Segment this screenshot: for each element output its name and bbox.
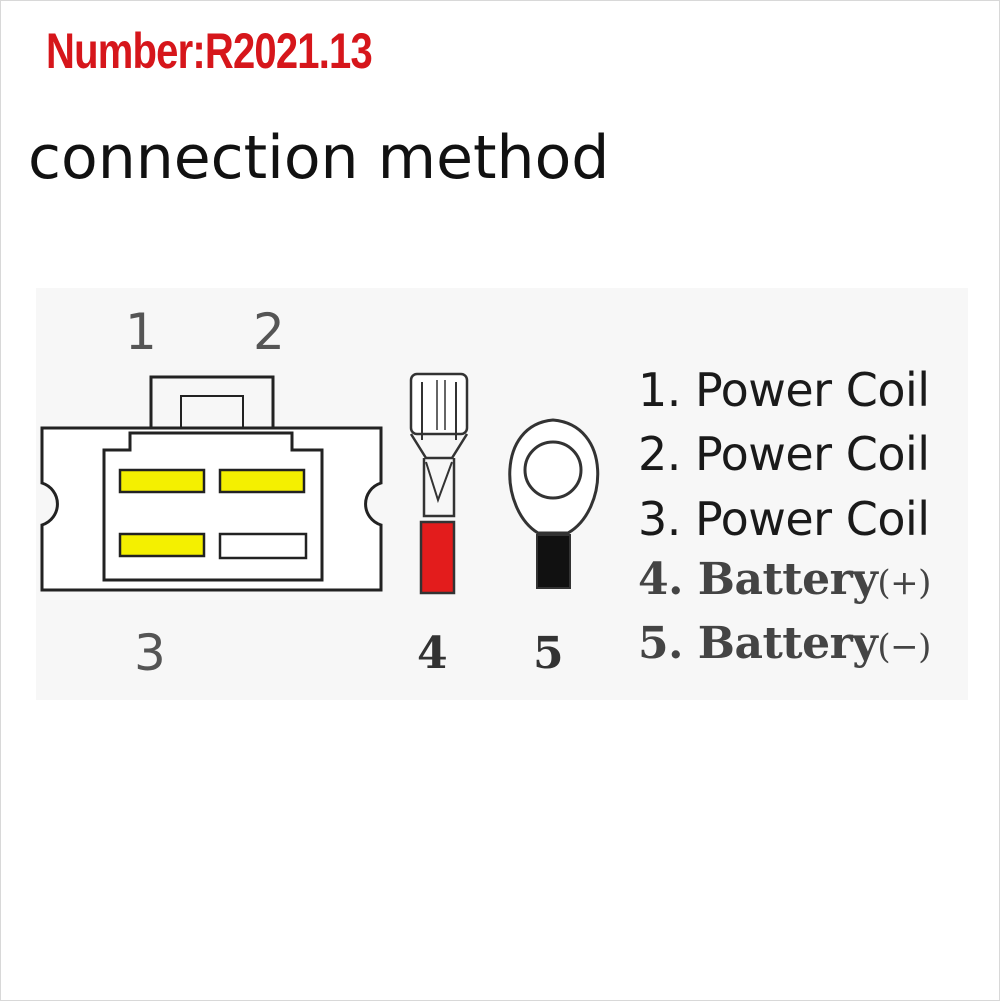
ring-terminal (508, 418, 600, 540)
spade-connector (409, 372, 469, 518)
legend-item-4: 4. Battery(+) (638, 558, 931, 602)
legend-item-1: 1. Power Coil (638, 367, 930, 413)
legend-label: 4. Battery (638, 554, 878, 605)
terminal-pin-1 (118, 468, 206, 494)
polarity-sign: (−) (877, 627, 931, 667)
terminal-empty (218, 532, 308, 560)
polarity-sign: (+) (877, 563, 931, 603)
pin-label-3: 3 (134, 624, 166, 682)
terminal-pin-2 (218, 468, 306, 494)
pin-label-2: 2 (253, 303, 285, 361)
negative-wire (536, 534, 571, 589)
legend-label: 2. Power Coil (638, 427, 930, 481)
positive-wire (419, 520, 456, 595)
pin-label-5: 5 (533, 628, 564, 679)
page-title: connection method (28, 123, 610, 193)
product-number: Number:R2021.13 (46, 23, 373, 79)
legend-item-5: 5. Battery(−) (638, 622, 931, 666)
legend-label: 1. Power Coil (638, 363, 930, 417)
legend-item-2: 2. Power Coil (638, 431, 930, 477)
connector-housing (40, 375, 383, 592)
legend-label: 3. Power Coil (638, 492, 930, 546)
pin-label-1: 1 (125, 303, 157, 361)
legend-item-3: 3. Power Coil (638, 496, 930, 542)
pin-label-4: 4 (417, 628, 448, 679)
legend-label: 5. Battery (638, 618, 878, 669)
terminal-pin-3 (118, 532, 206, 558)
